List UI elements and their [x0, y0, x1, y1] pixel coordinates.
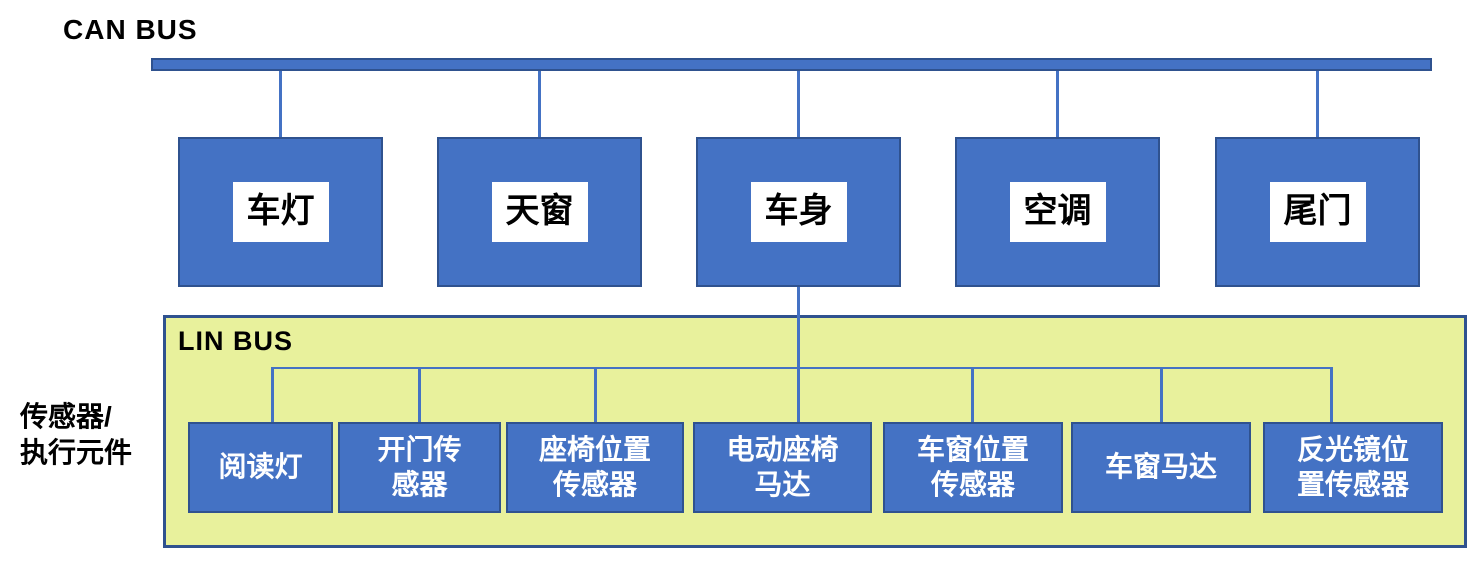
lin-connector-reading-light — [271, 367, 274, 422]
lin-node-window-position-sensor-label: 车窗位置 传感器 — [916, 434, 1029, 500]
lin-bus-line — [271, 367, 1333, 369]
can-bus-title: CAN BUS — [63, 14, 198, 45]
lin-node-seat-position-sensor-label: 座椅位置 传感器 — [538, 434, 651, 500]
lin-node-mirror-position-sensor: 反光镜位 置传感器 — [1263, 422, 1443, 513]
lin-connector-door-open-sensor — [418, 367, 421, 422]
body-to-lin-connector — [797, 287, 800, 422]
can-connector-tailgate — [1316, 71, 1319, 137]
lin-node-reading-light-label: 阅读灯 — [218, 451, 303, 483]
lin-connector-window-motor — [1160, 367, 1163, 422]
can-node-tailgate-label: 尾门 — [1269, 182, 1366, 242]
sensors-actuators-label: 传感器/ 执行元件 — [20, 401, 133, 468]
lin-node-door-open-sensor: 开门传 感器 — [338, 422, 501, 513]
lin-connector-mirror-position-sensor — [1330, 367, 1333, 422]
lin-connector-seat-position-sensor — [594, 367, 597, 422]
lin-node-mirror-position-sensor-label: 反光镜位 置传感器 — [1296, 434, 1409, 500]
lin-node-seat-position-sensor: 座椅位置 传感器 — [506, 422, 684, 513]
lin-connector-window-position-sensor — [971, 367, 974, 422]
can-connector-ac — [1056, 71, 1059, 137]
can-node-ac: 空调 — [955, 137, 1160, 287]
can-bus-line — [151, 58, 1432, 71]
can-node-sunroof: 天窗 — [437, 137, 642, 287]
can-connector-sunroof — [538, 71, 541, 137]
lin-node-window-motor: 车窗马达 — [1071, 422, 1251, 513]
can-connector-body — [797, 71, 800, 137]
lin-node-reading-light: 阅读灯 — [188, 422, 333, 513]
lin-node-electric-seat-motor: 电动座椅 马达 — [693, 422, 872, 513]
lin-node-window-motor-label: 车窗马达 — [1104, 451, 1217, 483]
lin-node-window-position-sensor: 车窗位置 传感器 — [883, 422, 1063, 513]
can-node-ac-label: 空调 — [1009, 182, 1106, 242]
can-connector-car-lights — [279, 71, 282, 137]
can-node-car-lights-label: 车灯 — [232, 182, 329, 242]
can-node-body: 车身 — [696, 137, 901, 287]
lin-bus-title: LIN BUS — [178, 326, 293, 356]
can-node-car-lights: 车灯 — [178, 137, 383, 287]
can-node-tailgate: 尾门 — [1215, 137, 1420, 287]
can-node-body-label: 车身 — [750, 182, 847, 242]
lin-node-door-open-sensor-label: 开门传 感器 — [377, 434, 462, 500]
can-node-sunroof-label: 天窗 — [491, 182, 588, 242]
lin-node-electric-seat-motor-label: 电动座椅 马达 — [726, 434, 839, 500]
